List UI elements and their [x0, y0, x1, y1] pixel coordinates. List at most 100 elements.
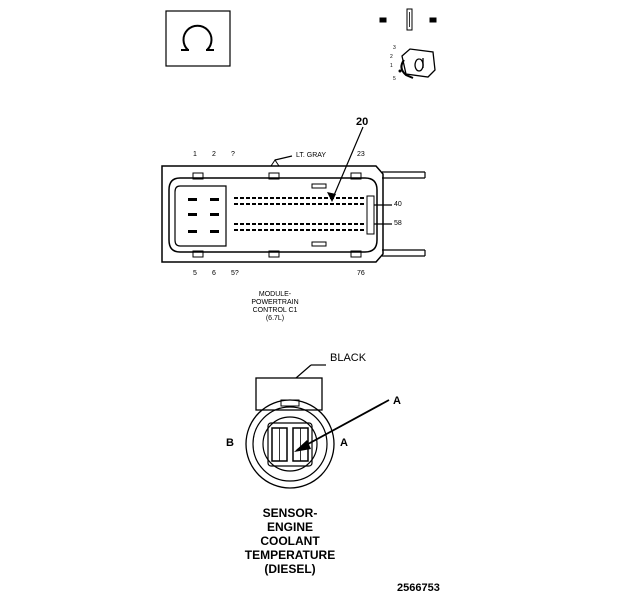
pcm-small-pin-cavity: [324, 203, 328, 205]
pcm-small-pin-cavity: [252, 229, 256, 231]
pcm-pin-5: 5: [193, 270, 197, 277]
pcm-small-pin-cavity: [294, 203, 298, 205]
pcm-small-pin-cavity: [354, 223, 358, 225]
pcm-small-pin-cavity: [312, 223, 316, 225]
pcm-small-pin-cavity: [246, 229, 250, 231]
pcm-small-pin-cavity: [258, 203, 262, 205]
pcm-small-pin-cavity: [354, 229, 358, 231]
pcm-small-pin-cavity: [288, 223, 292, 225]
pcm-small-pin-cavity: [348, 203, 352, 205]
pcm-small-pin-cavity: [354, 197, 358, 199]
pcm-small-pin-cavity: [246, 203, 250, 205]
sensor-caption-line: TEMPERATURE: [244, 548, 336, 562]
pcm-large-pin-cavity: [188, 198, 197, 201]
pcm-small-pin-cavity: [348, 197, 352, 199]
pcm-small-pin-cavity: [318, 203, 322, 205]
pcm-pin-1: 1: [193, 151, 197, 158]
pcm-large-pin-cavity: [210, 198, 219, 201]
pcm-small-pin-cavity: [240, 203, 244, 205]
pcm-small-pin-cavity: [348, 229, 352, 231]
sensor-caption-line: SENSOR-: [262, 506, 318, 520]
pcm-small-pin-cavity: [234, 203, 238, 205]
sensor-caption-line: (DIESEL): [264, 562, 316, 576]
pcm-small-pin-cavity: [234, 197, 238, 199]
pcm-small-pin-cavity: [312, 197, 316, 199]
svg-text:2: 2: [390, 54, 393, 60]
pcm-small-pin-cavity: [318, 197, 322, 199]
pcm-small-pin-cavity: [330, 223, 334, 225]
terminal-pin-icon: [379, 8, 437, 31]
svg-text:5: 5: [393, 76, 396, 82]
pcm-small-pin-cavity: [324, 197, 328, 199]
pcm-pin-23: 23: [357, 151, 365, 158]
pcm-large-pin-cavity: [210, 213, 219, 216]
pcm-small-pin-cavity: [300, 229, 304, 231]
pcm-small-pins: [234, 197, 364, 231]
pcm-callout-number: 20: [356, 116, 369, 128]
pcm-small-pin-cavity: [324, 223, 328, 225]
pcm-small-pin-cavity: [270, 197, 274, 199]
pcm-small-pin-cavity: [240, 229, 244, 231]
sensor-terminal-a: A: [340, 437, 348, 449]
pcm-small-pin-cavity: [258, 223, 262, 225]
pcm-caption: MODULE- POWERTRAIN CONTROL C1 (6.7L): [230, 291, 320, 323]
pcm-small-pin-cavity: [318, 229, 322, 231]
pcm-small-pin-cavity: [348, 223, 352, 225]
pcm-large-pin-cavity: [210, 230, 219, 233]
pcm-small-pin-cavity: [234, 223, 238, 225]
pcm-small-pin-cavity: [258, 197, 262, 199]
pcm-small-pin-cavity: [300, 197, 304, 199]
pcm-small-pin-cavity: [324, 229, 328, 231]
pcm-small-pin-cavity: [312, 229, 316, 231]
pcm-small-pin-cavity: [330, 203, 334, 205]
pcm-small-pin-cavity: [342, 197, 346, 199]
pcm-small-pin-cavity: [276, 229, 280, 231]
sensor-terminal-b: B: [226, 437, 234, 449]
pcm-callout-leaders: [274, 126, 392, 225]
pcm-color-label: LT. GRAY: [296, 152, 327, 159]
pcm-small-pin-cavity: [360, 223, 364, 225]
pcm-pin-76: 76: [357, 270, 365, 277]
pcm-small-pin-cavity: [342, 203, 346, 205]
pcm-small-pin-cavity: [276, 197, 280, 199]
pcm-small-pin-cavity: [306, 197, 310, 199]
terminal-clip-icon: [398, 48, 436, 79]
pcm-small-pin-cavity: [282, 203, 286, 205]
pcm-small-pin-cavity: [360, 229, 364, 231]
pcm-small-pin-cavity: [336, 203, 340, 205]
pcm-small-pin-cavity: [330, 229, 334, 231]
pcm-small-pin-cavity: [336, 197, 340, 199]
pcm-small-pin-cavity: [276, 203, 280, 205]
sensor-callout-arrowhead: [294, 440, 311, 452]
pcm-large-pin-cavity: [188, 213, 197, 216]
pcm-small-pin-cavity: [360, 203, 364, 205]
svg-text:1: 1: [390, 63, 393, 69]
pcm-small-pin-cavity: [264, 203, 268, 205]
pcm-small-pin-cavity: [354, 203, 358, 205]
pcm-small-pin-cavity: [336, 229, 340, 231]
pcm-connector-body: [161, 159, 426, 263]
pcm-small-pin-cavity: [246, 223, 250, 225]
pcm-small-pin-cavity: [288, 229, 292, 231]
pcm-small-pin-cavity: [240, 197, 244, 199]
pcm-small-pin-cavity: [282, 229, 286, 231]
pcm-small-pin-cavity: [306, 203, 310, 205]
pcm-pin-2: 2: [212, 151, 216, 158]
pcm-small-pin-cavity: [276, 223, 280, 225]
pcm-small-pin-cavity: [318, 223, 322, 225]
pcm-small-pin-cavity: [342, 229, 346, 231]
pcm-small-pin-cavity: [306, 223, 310, 225]
pcm-small-pin-cavity: [288, 203, 292, 205]
figure-number: 2566753: [397, 582, 440, 594]
svg-text:3: 3: [393, 45, 396, 51]
pcm-small-pin-cavity: [312, 203, 316, 205]
pcm-small-pin-cavity: [252, 197, 256, 199]
pcm-small-pin-cavity: [360, 197, 364, 199]
sensor-caption-line: COOLANT: [260, 534, 320, 548]
pcm-large-pin-cavity: [188, 230, 197, 233]
pcm-caption-line: CONTROL C1: [252, 307, 298, 314]
pcm-large-pins: [188, 198, 219, 233]
pcm-pin-40: 40: [394, 201, 402, 208]
pcm-small-pin-cavity: [336, 223, 340, 225]
